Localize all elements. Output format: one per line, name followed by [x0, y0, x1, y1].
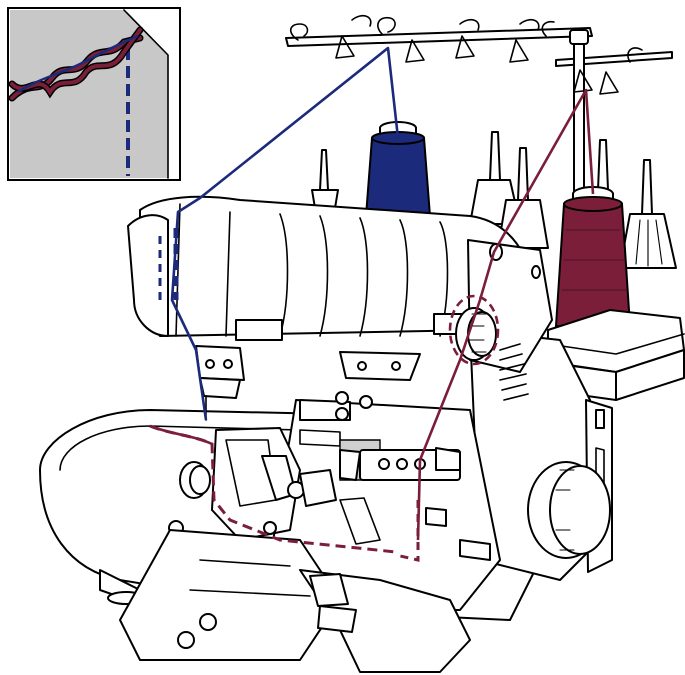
handwheel[interactable]: [527, 461, 611, 559]
looper-thread-cone: [554, 186, 632, 327]
looper-thread-path: [149, 88, 595, 562]
fabric-swatch: [10, 10, 168, 178]
vent-slots: [499, 343, 529, 401]
needle-thread-path: [158, 46, 400, 421]
stitch-detail-inset: [7, 7, 181, 181]
machine-body: [39, 195, 613, 673]
thread-guide-hooks: [289, 14, 643, 95]
differential-knob[interactable]: [179, 461, 211, 499]
dial-highlight-ring: [448, 294, 500, 366]
